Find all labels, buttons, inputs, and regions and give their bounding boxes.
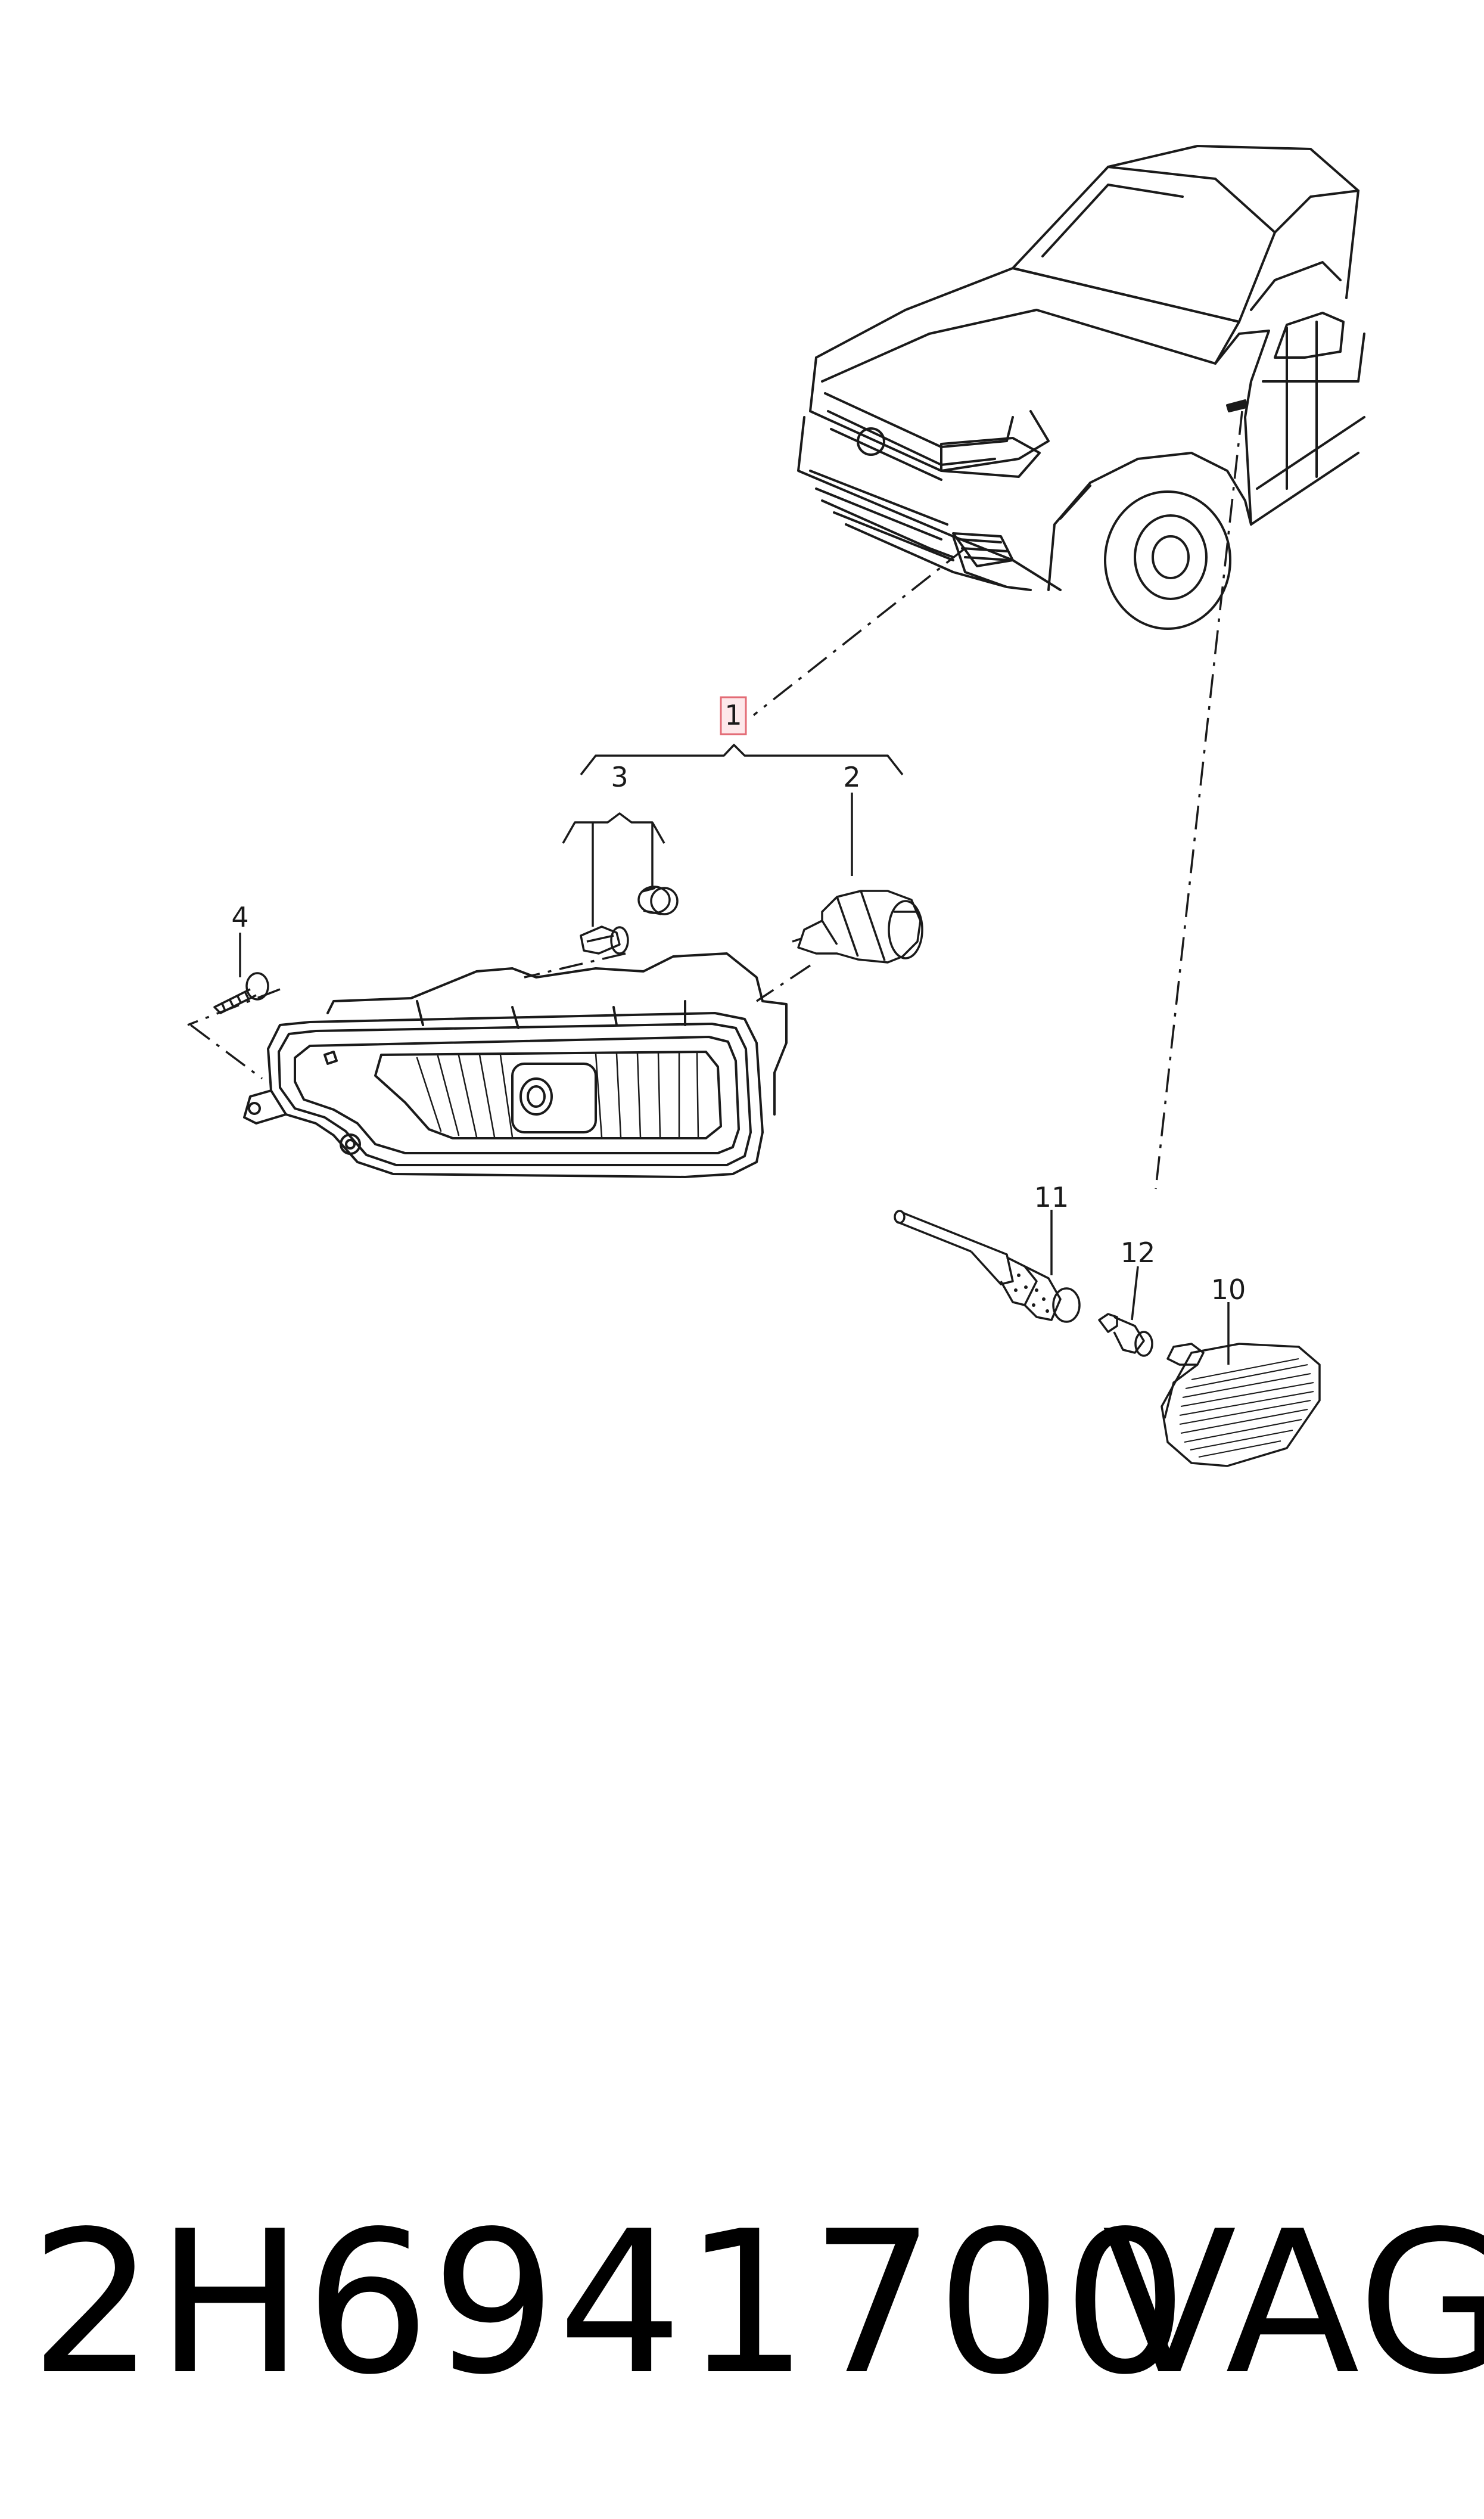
leader-lines: [187, 411, 1243, 1189]
part-12-bulb[interactable]: [1098, 1313, 1153, 1357]
callout-4-label[interactable]: 4: [231, 901, 248, 933]
part-number: 2H6941700: [30, 2189, 1189, 2418]
callout-2-label[interactable]: 2: [843, 761, 860, 793]
callout-3-label[interactable]: 3: [611, 761, 628, 793]
brand-name: VAG: [1102, 2189, 1484, 2418]
part-11-socket-with-wire[interactable]: [894, 1210, 1081, 1323]
callout-11-label[interactable]: 11: [1034, 1181, 1069, 1213]
fog-light-housing[interactable]: [243, 952, 788, 1178]
callout-10-label[interactable]: 10: [1211, 1274, 1246, 1306]
vehicle-illustration: [797, 145, 1365, 630]
callout-1-label: 1: [724, 699, 742, 731]
part-4-screw[interactable]: [213, 972, 269, 1014]
part-10-side-marker-lamp[interactable]: [1161, 1343, 1321, 1467]
part-2-bulb[interactable]: [792, 890, 923, 964]
callout-12-label[interactable]: 12: [1121, 1237, 1156, 1269]
brackets: [239, 744, 1230, 1365]
part-3-clip-and-grommet[interactable]: [580, 886, 679, 955]
callout-1-highlight-box: [720, 696, 747, 735]
callout-1[interactable]: 1: [720, 696, 747, 735]
